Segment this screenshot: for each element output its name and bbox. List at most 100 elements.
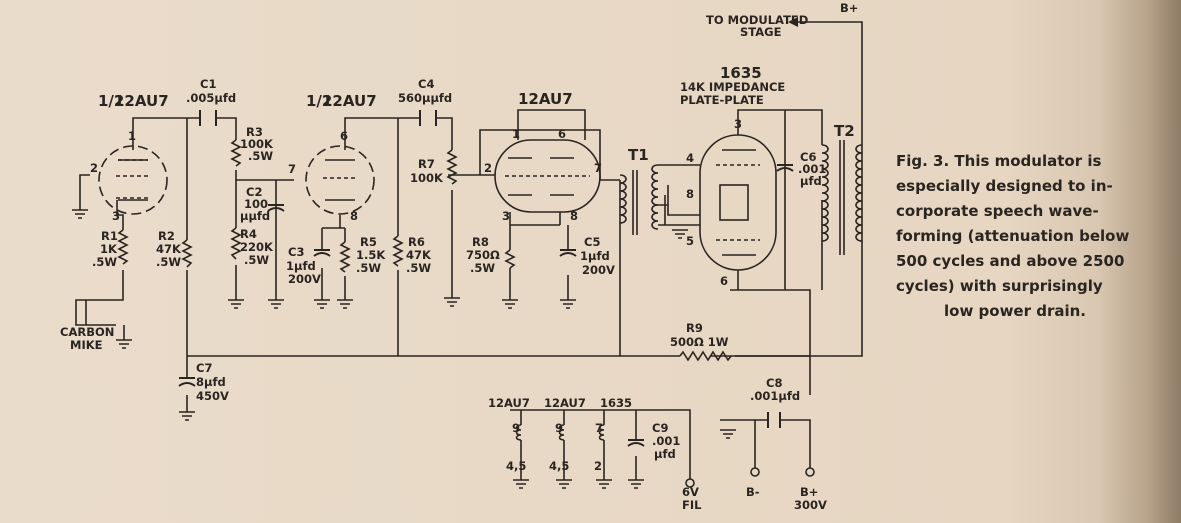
svg-text:6V: 6V bbox=[682, 485, 699, 499]
svg-text:.5W: .5W bbox=[406, 261, 431, 275]
svg-text:100K: 100K bbox=[410, 171, 444, 185]
svg-text:1μfd: 1μfd bbox=[286, 259, 316, 273]
svg-text:R1: R1 bbox=[101, 229, 118, 243]
r6-resistor bbox=[392, 235, 404, 267]
svg-text:7: 7 bbox=[594, 161, 602, 175]
svg-text:7: 7 bbox=[595, 421, 603, 435]
svg-text:C7: C7 bbox=[196, 361, 212, 375]
svg-text:1μfd: 1μfd bbox=[580, 249, 610, 263]
svg-text:.001: .001 bbox=[798, 162, 826, 176]
svg-text:500Ω 1W: 500Ω 1W bbox=[670, 335, 729, 349]
svg-text:3: 3 bbox=[734, 117, 742, 131]
mike-jack bbox=[75, 299, 125, 340]
svg-text:4: 4 bbox=[686, 151, 694, 165]
svg-text:9: 9 bbox=[555, 421, 563, 435]
svg-text:12AU7: 12AU7 bbox=[518, 90, 573, 108]
svg-text:FIL: FIL bbox=[682, 498, 702, 512]
svg-text:1.5K: 1.5K bbox=[356, 248, 386, 262]
svg-text:1635: 1635 bbox=[600, 396, 632, 410]
r2-resistor bbox=[181, 239, 193, 268]
tube-v4 bbox=[699, 134, 777, 271]
fil-terminal bbox=[685, 478, 695, 488]
svg-text:5: 5 bbox=[686, 234, 694, 248]
svg-text:R5: R5 bbox=[360, 235, 377, 249]
wiring bbox=[79, 21, 863, 480]
c9-capacitor bbox=[627, 439, 645, 447]
svg-text:750Ω: 750Ω bbox=[466, 248, 500, 262]
svg-text:R4: R4 bbox=[240, 227, 257, 241]
svg-text:100K: 100K bbox=[240, 137, 274, 151]
svg-text:1: 1 bbox=[512, 127, 520, 141]
svg-text:.5W: .5W bbox=[248, 149, 273, 163]
svg-text:9: 9 bbox=[512, 421, 520, 435]
svg-text:B-: B- bbox=[746, 485, 760, 499]
svg-text:.001: .001 bbox=[652, 434, 680, 448]
heater-coils bbox=[515, 424, 605, 441]
r5-resistor bbox=[339, 241, 351, 273]
svg-text:4,5: 4,5 bbox=[549, 459, 569, 473]
b-minus-terminal bbox=[750, 467, 760, 477]
svg-text:B+: B+ bbox=[840, 1, 858, 15]
svg-text:μfd: μfd bbox=[800, 174, 822, 188]
svg-text:2: 2 bbox=[90, 161, 98, 175]
svg-text:.5W: .5W bbox=[470, 261, 495, 275]
svg-text:3: 3 bbox=[112, 209, 120, 223]
svg-text:8: 8 bbox=[570, 209, 578, 223]
svg-text:R7: R7 bbox=[418, 157, 435, 171]
tube-v1 bbox=[98, 145, 168, 215]
svg-text:100: 100 bbox=[244, 197, 268, 211]
capacitors bbox=[178, 110, 794, 447]
svg-text:4,5: 4,5 bbox=[506, 459, 526, 473]
svg-text:14K IMPEDANCE: 14K IMPEDANCE bbox=[680, 80, 785, 94]
svg-text:μμfd: μμfd bbox=[240, 209, 270, 223]
svg-text:cycles) with surprisingly: cycles) with surprisingly bbox=[896, 277, 1103, 295]
svg-text:8μfd: 8μfd bbox=[196, 375, 226, 389]
svg-text:3: 3 bbox=[502, 209, 510, 223]
r4-resistor bbox=[230, 227, 242, 260]
svg-text:forming (attenuation below: forming (attenuation below bbox=[896, 227, 1129, 245]
resistors bbox=[117, 139, 732, 362]
tube-v2 bbox=[305, 145, 375, 215]
svg-text:corporate speech wave-: corporate speech wave- bbox=[896, 202, 1099, 220]
svg-text:STAGE: STAGE bbox=[740, 25, 782, 39]
arrow-icon bbox=[788, 17, 798, 27]
svg-text:R3: R3 bbox=[246, 125, 263, 139]
svg-text:500 cycles and above 2500: 500 cycles and above 2500 bbox=[896, 252, 1124, 270]
svg-text:T1: T1 bbox=[628, 146, 649, 164]
c6-capacitor bbox=[776, 164, 794, 172]
labels: B+ TO MODULATED STAGE 1/2 12AU7 1/2 12AU… bbox=[60, 1, 858, 512]
svg-text:C2: C2 bbox=[246, 185, 262, 199]
c7-capacitor bbox=[178, 377, 196, 387]
svg-text:6: 6 bbox=[720, 274, 728, 288]
svg-text:low power drain.: low power drain. bbox=[944, 302, 1086, 320]
transformer-t2 bbox=[821, 140, 863, 255]
c1-capacitor bbox=[199, 110, 217, 126]
svg-text:Fig. 3. This modulator is: Fig. 3. This modulator is bbox=[896, 152, 1101, 170]
svg-text:12AU7: 12AU7 bbox=[114, 92, 169, 110]
svg-text:C5: C5 bbox=[584, 235, 600, 249]
svg-text:1K: 1K bbox=[100, 242, 118, 256]
svg-text:.5W: .5W bbox=[356, 261, 381, 275]
svg-text:B+: B+ bbox=[800, 485, 818, 499]
b-plus-terminal bbox=[805, 467, 815, 477]
svg-text:CARBON: CARBON bbox=[60, 325, 114, 339]
svg-text:.5W: .5W bbox=[244, 253, 269, 267]
svg-text:1/2: 1/2 bbox=[98, 92, 124, 110]
svg-text:6: 6 bbox=[558, 127, 566, 141]
c4-capacitor bbox=[419, 110, 437, 126]
svg-text:T2: T2 bbox=[834, 122, 855, 140]
svg-text:6: 6 bbox=[340, 129, 348, 143]
svg-text:200V: 200V bbox=[288, 272, 321, 286]
tube-v3 bbox=[494, 139, 601, 213]
ground-symbols bbox=[72, 209, 736, 489]
svg-text:.005μfd: .005μfd bbox=[186, 91, 236, 105]
svg-text:especially designed to in-: especially designed to in- bbox=[896, 177, 1113, 195]
svg-text:R8: R8 bbox=[472, 235, 489, 249]
svg-text:C9: C9 bbox=[652, 421, 668, 435]
svg-text:47K: 47K bbox=[156, 242, 182, 256]
svg-text:2: 2 bbox=[484, 161, 492, 175]
r3-resistor bbox=[230, 139, 242, 167]
c3-capacitor bbox=[313, 249, 331, 257]
svg-text:C6: C6 bbox=[800, 150, 816, 164]
